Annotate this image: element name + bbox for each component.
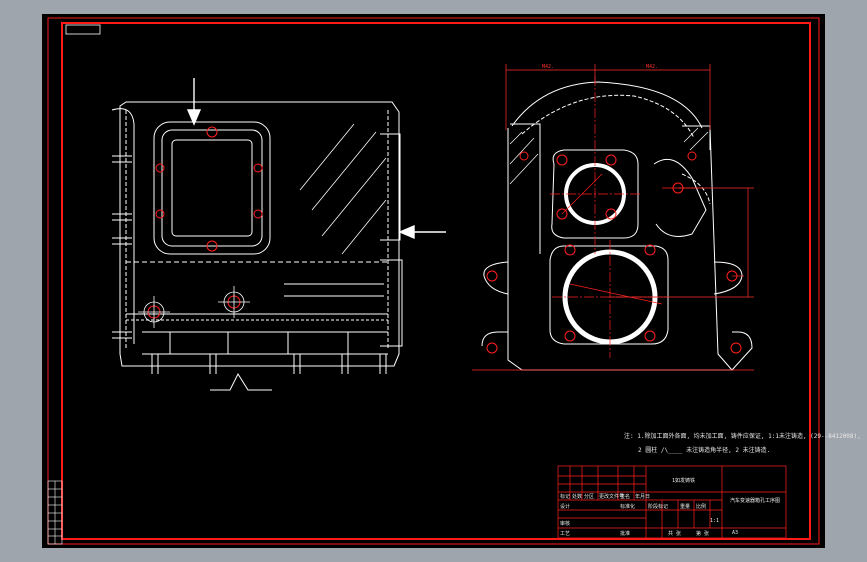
- drawing-path: [511, 81, 703, 129]
- drawing-path: [681, 173, 711, 205]
- dimension-left: M42.: [542, 64, 554, 70]
- drawing-circle: [155, 209, 165, 219]
- drawing-path: [551, 149, 639, 239]
- drawing-circle: [605, 154, 617, 166]
- drawing-line: [569, 283, 663, 305]
- drawing-line: [561, 173, 603, 215]
- outer-frame: [47, 17, 820, 545]
- note-line-1: 注: 1.除加工面外各面, 均未加工面, 铸件应保证, 1:1未注铸造, (29…: [624, 432, 861, 440]
- drawing-line: [321, 157, 387, 237]
- drawing-text: 年月日: [635, 493, 650, 500]
- inner-frame: [61, 22, 811, 540]
- drawing-circle: [605, 208, 617, 220]
- drawing-text: 共 张: [668, 530, 681, 537]
- drawing-rect: [557, 465, 787, 539]
- break-line: [210, 372, 272, 391]
- drawing-path: [549, 245, 669, 345]
- right-housing-outline: [507, 127, 734, 371]
- drawing-path: [125, 110, 389, 348]
- dimension-right: M42.: [646, 64, 658, 70]
- drawing-path: [713, 261, 743, 295]
- drawing-polygon: [186, 109, 202, 126]
- drawing-path: [151, 354, 387, 374]
- right-view: [481, 81, 753, 371]
- drawing-text: 阶段标记: [648, 503, 668, 510]
- drawing-rect: [161, 129, 263, 247]
- drawing-circle: [564, 330, 576, 342]
- drawing-circle: [519, 151, 529, 161]
- drawing-circle: [486, 270, 498, 282]
- drawing-text: 批准: [620, 530, 630, 537]
- drawing-line: [311, 131, 377, 211]
- drawing-g: [138, 286, 250, 328]
- drawing-text: 设计: [560, 503, 570, 510]
- inspection-window-outer: [153, 121, 271, 255]
- drawing-circle: [155, 163, 165, 173]
- drawing-line: [509, 153, 539, 185]
- left-view: [111, 101, 403, 391]
- right-view-holes: [486, 151, 742, 354]
- drawing-text: 工艺: [560, 531, 570, 537]
- drawing-circle: [253, 163, 263, 173]
- drawing-text: 标准化: [620, 503, 635, 510]
- title-sheet: A3: [732, 530, 738, 536]
- drawing-text: 比例: [696, 503, 706, 510]
- drawing-line: [341, 199, 387, 255]
- drawing-circle: [730, 342, 742, 354]
- drawing-path: [510, 123, 541, 254]
- drawing-line: [683, 127, 699, 143]
- drawing-circle: [253, 209, 263, 219]
- drawing-circle: [556, 208, 568, 220]
- drawing-path: [521, 94, 695, 139]
- drawing-text: 标记: [560, 493, 570, 500]
- direction-arrows: [186, 78, 446, 240]
- drawing-text: 更改文件号: [599, 493, 624, 500]
- drawing-text: 第 张: [696, 530, 709, 537]
- drawing-circle: [644, 244, 656, 256]
- drawing-circle: [556, 154, 568, 166]
- drawing-circle: [486, 342, 498, 354]
- title-row-labels: 标记 处数 分区 更改文件号 签名 年月日 设计 标准化 阶段标记 重量 比例 …: [560, 493, 709, 537]
- drawing-circle: [687, 151, 697, 161]
- drawing-line: [509, 137, 535, 165]
- drawing-line: [509, 131, 523, 145]
- drawing-text: 重量: [680, 503, 690, 510]
- dimension-lines: [472, 64, 754, 371]
- drawing-path: [380, 133, 401, 241]
- inspection-window-inner: [171, 139, 253, 237]
- note-line-2: 2 圆柱 /\____ 未注铸造角半径, 2 未注铸造.: [638, 446, 770, 454]
- title-block: [557, 465, 787, 539]
- drawing-path: [111, 108, 135, 344]
- drawing-number-box: [65, 24, 101, 35]
- drawing-path: [653, 158, 707, 237]
- drawing-circle: [644, 330, 656, 342]
- engineering-drawing: M42. M42. 注: 1.除加工面外各面, 均未加工面, 铸件应保证, 1:…: [47, 17, 861, 545]
- drawing-line: [689, 131, 709, 151]
- title-material: 1如发铸铁: [672, 477, 695, 484]
- drawing-circle: [564, 244, 576, 256]
- revision-strip: [47, 480, 63, 545]
- drawing-circle: [206, 126, 218, 138]
- drawing-text: 分区: [584, 493, 594, 500]
- drawing-text: 签名: [620, 493, 630, 500]
- drawing-path: [481, 331, 508, 347]
- cad-viewport[interactable]: M42. M42. 注: 1.除加工面外各面, 均未加工面, 铸件应保证, 1:…: [42, 14, 861, 548]
- left-housing-outline: [119, 101, 400, 367]
- drawing-text: 审核: [560, 520, 570, 527]
- drawing-circle: [206, 240, 218, 252]
- drawing-text: 处数: [572, 493, 582, 500]
- drawing-polygon: [398, 224, 415, 240]
- drawing-path: [380, 259, 403, 347]
- title-scale: 1:1: [710, 518, 719, 524]
- drawing-path: [483, 261, 509, 295]
- center-lines: [550, 76, 702, 358]
- title-drawing-name: 汽车变速器箱孔工序图: [730, 497, 780, 504]
- drawing-line: [299, 123, 355, 191]
- drawing-path: [731, 331, 753, 371]
- left-view-holes: [147, 126, 263, 319]
